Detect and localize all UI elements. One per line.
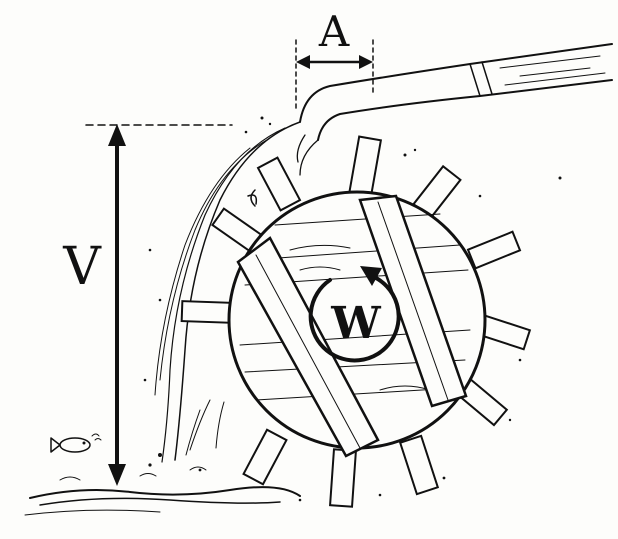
label-w: W bbox=[330, 298, 381, 349]
paddle bbox=[398, 434, 440, 496]
spray-dots bbox=[143, 116, 562, 502]
label-a: A bbox=[318, 7, 350, 56]
paddle bbox=[347, 135, 383, 199]
flume bbox=[299, 43, 613, 141]
paddle bbox=[180, 300, 236, 324]
rotation-arrow bbox=[308, 274, 401, 363]
paddle bbox=[466, 230, 522, 270]
wheel bbox=[227, 190, 487, 458]
falling-water bbox=[154, 121, 319, 463]
paddle bbox=[256, 156, 302, 212]
label-v: V bbox=[62, 237, 102, 297]
wheel-paddles bbox=[180, 135, 532, 508]
paddle bbox=[329, 448, 357, 508]
v-arrow-head-down bbox=[108, 464, 126, 486]
v-arrow-head-up bbox=[108, 124, 126, 146]
ground-water bbox=[24, 466, 301, 516]
paddle bbox=[242, 428, 288, 486]
fish-icon bbox=[50, 433, 102, 453]
rotation-arrow-head bbox=[360, 266, 382, 286]
vertical-drop-dimension bbox=[85, 124, 233, 486]
cross-beam bbox=[236, 236, 380, 458]
horizontal-gap-dimension bbox=[295, 39, 374, 111]
